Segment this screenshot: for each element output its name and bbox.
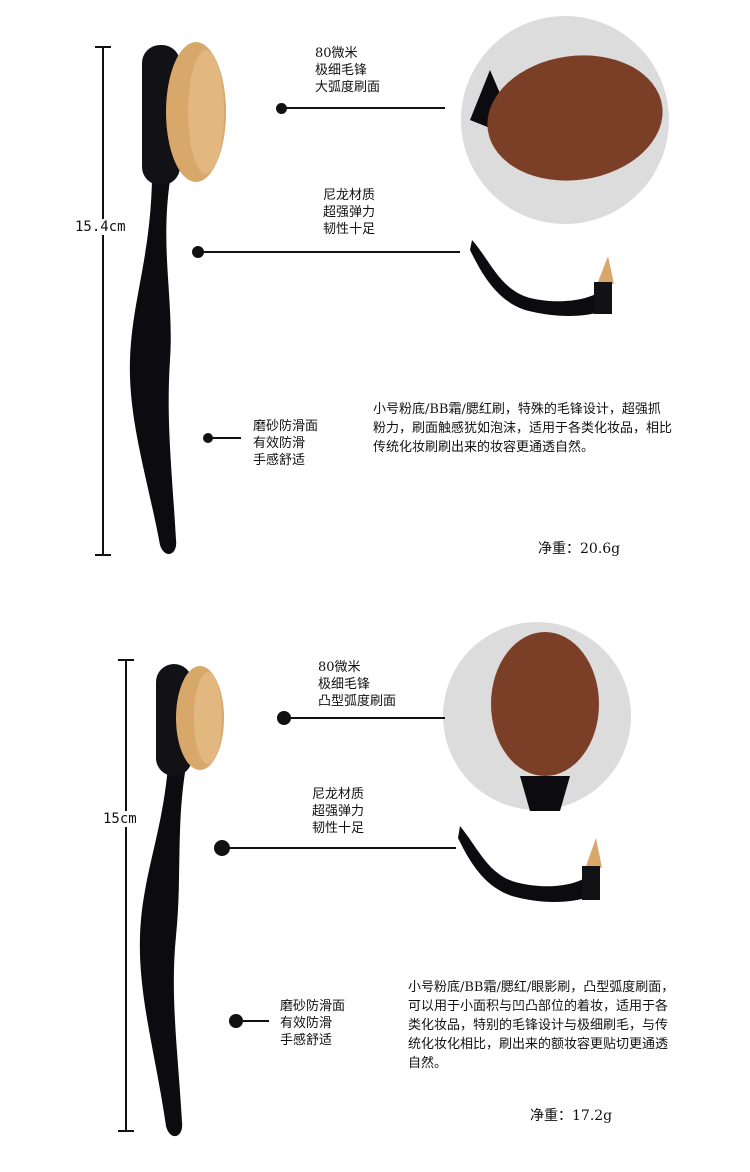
dimension-line-2 bbox=[118, 659, 134, 1132]
length-label-1: 15.4cm bbox=[75, 219, 126, 235]
product-section-2: 15cm 80微米 极细毛锋 凸型弧度刷面 尼龙材质 超强弹力 韧性十足 磨砂防… bbox=[0, 586, 750, 1172]
callout-top-2: 80微米 极细毛锋 凸型弧度刷面 bbox=[318, 659, 396, 710]
brush-side-view-2 bbox=[458, 826, 602, 902]
callout-line: 极细毛锋 bbox=[318, 677, 371, 692]
description-2: 小号粉底/BB霜/腮红/眼影刷，凸型弧度刷面，可以用于小面积与凹凸部位的着妆，适… bbox=[408, 980, 675, 1071]
callout-line: 磨砂防滑面 bbox=[280, 999, 346, 1014]
callout-low-1: 磨砂防滑面 有效防滑 手感舒适 bbox=[253, 418, 318, 469]
length-label-2: 15cm bbox=[103, 811, 137, 827]
callout-line: 手感舒适 bbox=[280, 1033, 333, 1048]
brush-side-view-1 bbox=[470, 240, 614, 316]
brush-head-photo-1 bbox=[461, 16, 669, 224]
callout-line: 大弧度刷面 bbox=[315, 80, 381, 95]
callout-top-1: 80微米 极细毛锋 大弧度刷面 bbox=[315, 45, 380, 96]
callout-line: 80微米 bbox=[318, 660, 361, 675]
callout-dot bbox=[229, 1014, 243, 1028]
dimension-line-1 bbox=[95, 46, 111, 556]
callout-dot bbox=[277, 711, 291, 725]
callout-line: 超强弹力 bbox=[323, 205, 376, 220]
callout-line: 手感舒适 bbox=[253, 453, 306, 468]
callout-low-2: 磨砂防滑面 有效防滑 手感舒适 bbox=[280, 998, 345, 1049]
callout-leader bbox=[289, 717, 445, 719]
net-weight-2: 净重：17.2g bbox=[530, 1108, 613, 1124]
brush-head-photo-2 bbox=[443, 622, 631, 811]
callout-leader bbox=[228, 847, 456, 849]
callout-dot bbox=[192, 246, 204, 258]
net-weight-1: 净重：20.6g bbox=[538, 541, 621, 557]
product-section-1: 15.4cm 80微米 极细毛锋 大弧度刷面 尼龙材质 超强弹力 韧性十足 磨砂… bbox=[75, 16, 673, 557]
callout-line: 尼龙材质 bbox=[312, 787, 365, 802]
callout-line: 极细毛锋 bbox=[315, 63, 368, 78]
callout-mid-1: 尼龙材质 超强弹力 韧性十足 bbox=[323, 187, 375, 238]
callout-dot bbox=[203, 433, 213, 443]
brush-image-1 bbox=[129, 42, 226, 555]
callout-line: 磨砂防滑面 bbox=[253, 419, 319, 434]
callout-line: 有效防滑 bbox=[280, 1016, 333, 1031]
callout-line: 韧性十足 bbox=[323, 222, 376, 237]
callout-line: 超强弹力 bbox=[312, 804, 365, 819]
callout-dot bbox=[214, 840, 230, 856]
callout-mid-2: 尼龙材质 超强弹力 韧性十足 bbox=[312, 786, 364, 837]
callout-leader bbox=[202, 251, 460, 253]
callout-leader bbox=[285, 107, 445, 109]
callout-line: 尼龙材质 bbox=[323, 188, 376, 203]
section1-graphics bbox=[95, 16, 669, 556]
brush-image-2 bbox=[139, 664, 224, 1137]
description-1: 小号粉底/BB霜/腮红刷，特殊的毛锋设计，超强抓粉力，刷面触感犹如泡沫，适用于各… bbox=[373, 402, 673, 455]
callout-line: 有效防滑 bbox=[253, 436, 306, 451]
callout-line: 80微米 bbox=[315, 46, 358, 61]
section2-graphics bbox=[118, 622, 631, 1137]
callout-leader bbox=[211, 437, 241, 439]
callout-line: 韧性十足 bbox=[312, 821, 365, 836]
callout-leader bbox=[241, 1020, 269, 1022]
callout-dot bbox=[276, 103, 287, 114]
callout-line: 凸型弧度刷面 bbox=[318, 694, 397, 709]
